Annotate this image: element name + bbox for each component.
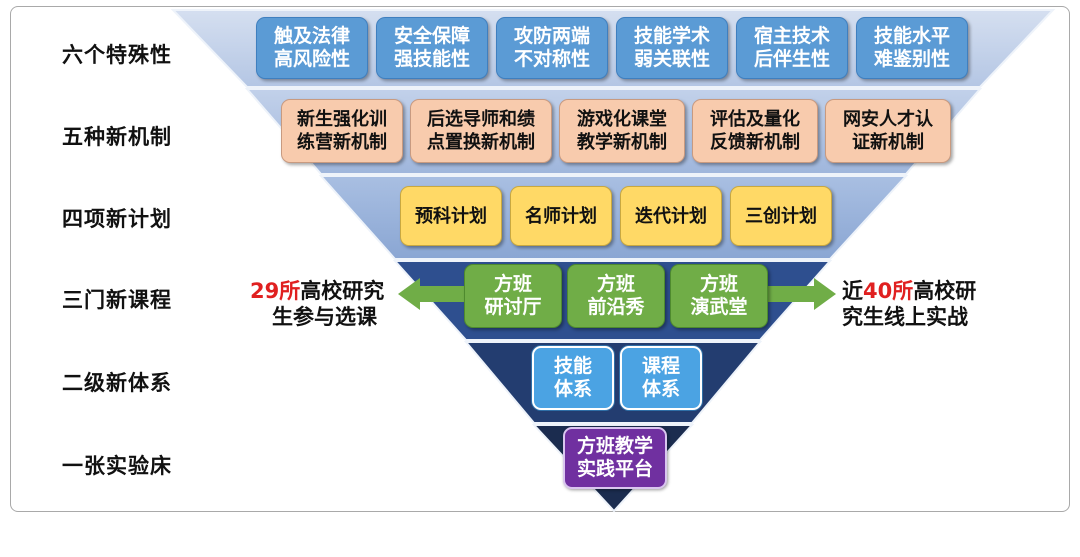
row-label-four-plans: 四项新计划 [62,207,172,231]
system-box: 技能 体系 [532,346,614,410]
right-arrow [760,278,836,310]
specialty-box: 技能水平 难鉴别性 [856,17,968,79]
plan-box: 预科计划 [400,186,502,246]
mechanism-box: 评估及量化 反馈新机制 [692,99,818,163]
row-label-six-specialties: 六个特殊性 [62,43,172,67]
right-note-line2: 究生线上实战 [842,305,968,329]
specialty-box: 触及法律 高风险性 [256,17,368,79]
course-box: 方班 前沿秀 [567,264,665,328]
plan-box: 迭代计划 [620,186,722,246]
specialty-box: 宿主技术 后伴生性 [736,17,848,79]
row-label-five-mechanisms: 五种新机制 [62,125,172,149]
mechanism-box: 后选导师和绩 点置换新机制 [410,99,552,163]
right-note-prefix: 近 [842,279,863,303]
left-note: 29所高校研究 生参与选课 [250,278,384,330]
specialty-box: 安全保障 强技能性 [376,17,488,79]
right-note-number: 40所 [863,279,914,303]
row-label-three-courses: 三门新课程 [62,288,172,312]
right-note-line1: 高校研 [913,279,977,303]
mechanism-box: 新生强化训 练营新机制 [281,99,403,163]
left-note-line2: 生参与选课 [272,305,377,329]
plan-box: 名师计划 [510,186,612,246]
course-box: 方班 演武堂 [670,264,768,328]
row-label-two-systems: 二级新体系 [62,371,172,395]
plan-box: 三创计划 [730,186,832,246]
mechanism-box: 网安人才认 证新机制 [825,99,951,163]
mechanism-box: 游戏化课堂 教学新机制 [559,99,685,163]
course-box: 方班 研讨厅 [464,264,562,328]
left-note-number: 29所 [250,279,301,303]
specialty-box: 攻防两端 不对称性 [496,17,608,79]
left-arrow [398,278,474,310]
row-label-one-testbed: 一张实验床 [62,454,172,478]
platform-box: 方班教学 实践平台 [563,427,667,489]
right-note: 近40所高校研 究生线上实战 [842,278,976,330]
specialty-box: 技能学术 弱关联性 [616,17,728,79]
system-box: 课程 体系 [620,346,702,410]
left-note-line1: 高校研究 [300,279,385,303]
